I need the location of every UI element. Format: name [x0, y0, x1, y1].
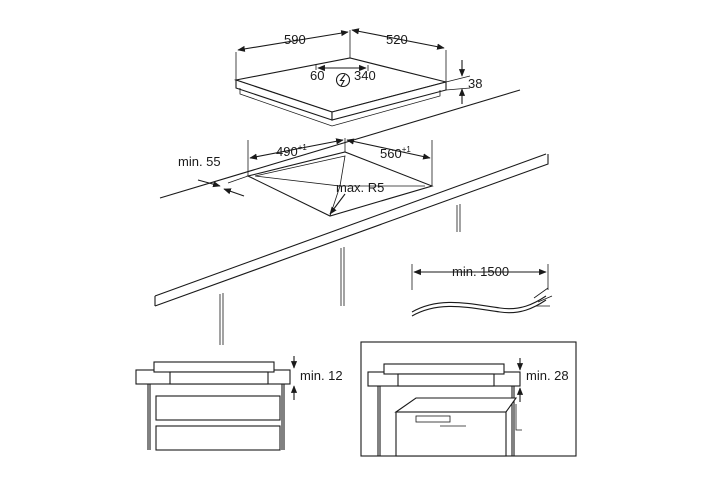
cutout-depth-dimension-line: [346, 138, 431, 160]
cooktop-width-label: 590: [284, 32, 306, 47]
depth-dimension-line: [351, 28, 445, 50]
oven-installation: min. 28: [360, 341, 577, 457]
cutout-depth-label: 560+1: [380, 145, 411, 161]
drawer-clearance-label: min. 12: [300, 368, 343, 383]
power-cable: [411, 295, 547, 313]
lightning-icon: [335, 72, 351, 88]
cable-drawing: min. 1500: [411, 264, 553, 317]
connection-right-label: 340: [354, 68, 376, 83]
edge-distance-arrow: [197, 179, 221, 188]
drawer-front: [155, 425, 281, 451]
edge-distance-label: min. 55: [178, 154, 221, 169]
worktop-leg: [456, 204, 461, 232]
worktop-front-edge: [154, 153, 547, 297]
cutout-width-label: 490+1: [276, 143, 307, 159]
cooktop-base: [239, 88, 441, 127]
edge-distance-arrow: [223, 188, 245, 197]
drawer-installation: min. 12: [135, 356, 343, 451]
cable-length-label: min. 1500: [452, 264, 509, 279]
worktop-leg: [219, 293, 224, 345]
cooktop-drawing: 590 520 38 60 340: [233, 28, 482, 127]
oven-top: [394, 397, 518, 413]
cooktop-depth-label: 520: [386, 32, 408, 47]
radius-leader-line: [329, 193, 346, 215]
worktop-leg: [340, 247, 345, 306]
connection-left-label: 60: [310, 68, 324, 83]
drawer-front: [155, 395, 281, 421]
worktop-drawing: 490+1 560+1 max. R5 min. 55: [154, 89, 549, 345]
cooktop-height-label: 38: [468, 76, 482, 91]
width-dimension-line: [237, 30, 349, 52]
cutout-width-dimension-line: [249, 138, 344, 160]
oven-clearance-label: min. 28: [526, 368, 569, 383]
corner-radius-label: max. R5: [336, 180, 384, 195]
oven-body: [395, 411, 507, 457]
